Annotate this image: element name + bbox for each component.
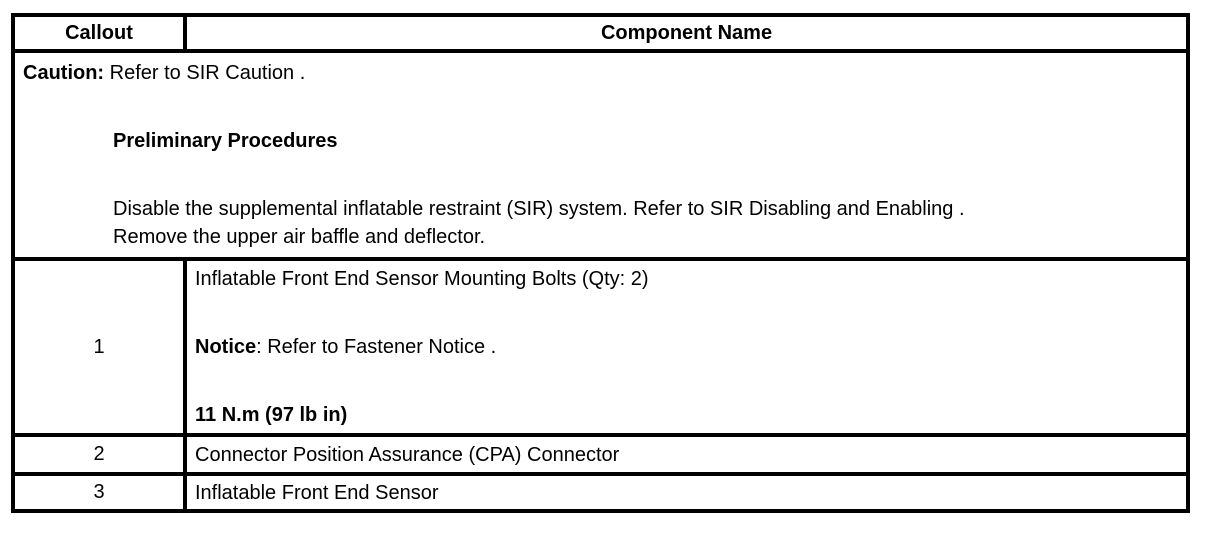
notice-label: Notice <box>195 336 257 358</box>
callout-number-1: 1 <box>11 257 187 437</box>
procedure-step-disable-sir: Disable the supplemental inflatable rest… <box>113 198 965 220</box>
torque-spec: 11 N.m (97 lb in) <box>195 404 348 426</box>
caution-cell: Caution: Refer to SIR Caution . Prelimin… <box>11 49 1190 261</box>
component-name-1: Inflatable Front End Sensor Mounting Bol… <box>195 268 649 290</box>
notice-text: : Refer to Fastener Notice . <box>256 336 497 358</box>
table-row-2: 2 Connector Position Assurance (CPA) Con… <box>11 433 1190 476</box>
table-row-3: 3 Inflatable Front End Sensor <box>11 472 1190 513</box>
component-name-2: Connector Position Assurance (CPA) Conne… <box>183 433 1190 476</box>
preliminary-procedures-heading: Preliminary Procedures <box>113 130 338 152</box>
callout-column-header: Callout <box>11 13 187 53</box>
caution-text: Refer to SIR Caution . <box>104 62 306 84</box>
preliminary-procedures-steps: Disable the supplemental inflatable rest… <box>113 195 1178 251</box>
caution-note: Caution: Refer to SIR Caution . <box>23 59 1178 87</box>
header-row: Callout Component Name <box>11 13 1190 53</box>
callout-number-2: 2 <box>11 433 187 476</box>
caution-row: Caution: Refer to SIR Caution . Prelimin… <box>11 49 1190 261</box>
fastener-notice: Notice: Refer to Fastener Notice . <box>195 333 1178 361</box>
callout-number-3: 3 <box>11 472 187 513</box>
component-cell-1: Inflatable Front End Sensor Mounting Bol… <box>183 257 1190 437</box>
component-callout-table: Callout Component Name Caution: Refer to… <box>11 13 1190 513</box>
procedure-step-remove-baffle: Remove the upper air baffle and deflecto… <box>113 226 486 248</box>
component-name-3: Inflatable Front End Sensor <box>183 472 1190 513</box>
component-name-column-header: Component Name <box>183 13 1190 53</box>
table-row-1: 1 Inflatable Front End Sensor Mounting B… <box>11 257 1190 437</box>
caution-label: Caution: <box>23 62 105 84</box>
